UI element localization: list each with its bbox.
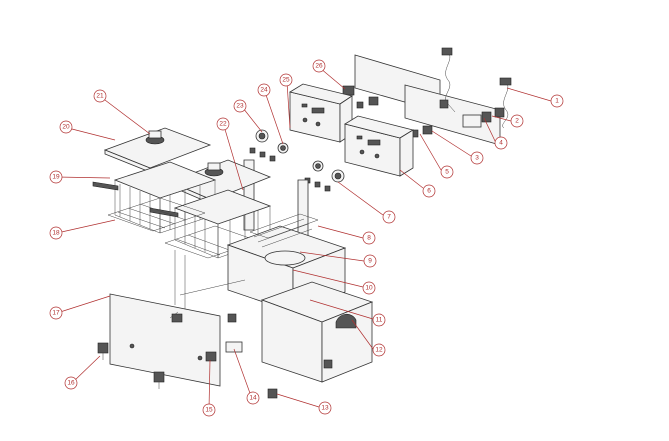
callout-24-label: 24 [260, 87, 268, 94]
control-box-right [343, 115, 415, 177]
callout-3-label: 3 [475, 155, 479, 162]
callout-3: 3 [470, 151, 484, 165]
callout-17: 17 [49, 306, 63, 320]
callout-1: 1 [550, 94, 564, 108]
callout-19: 19 [49, 170, 63, 184]
cabinet-body [260, 281, 374, 383]
callout-18: 18 [49, 226, 63, 240]
callout-10: 10 [362, 281, 376, 295]
callout-16: 16 [64, 376, 78, 390]
callout-1-label: 1 [555, 98, 559, 105]
callout-25-label: 25 [282, 77, 290, 84]
callout-9-label: 9 [368, 258, 372, 265]
callout-4-label: 4 [499, 140, 503, 147]
callout-14: 14 [246, 391, 260, 405]
callout-11: 11 [372, 313, 386, 327]
callout-15-label: 15 [205, 407, 213, 414]
callout-8-label: 8 [367, 235, 371, 242]
callout-26-label: 26 [315, 63, 323, 70]
callout-21-label: 21 [96, 93, 104, 100]
thermostat-knob-assembly [249, 129, 345, 192]
callout-24: 24 [257, 83, 271, 97]
power-cord-left [439, 47, 456, 113]
control-box-left [288, 83, 353, 143]
terminal-block [411, 111, 492, 138]
callout-8: 8 [362, 231, 376, 245]
callout-17-label: 17 [52, 310, 60, 317]
callout-10-label: 10 [365, 285, 373, 292]
callout-11-label: 11 [376, 317, 383, 324]
callout-4: 4 [494, 136, 508, 150]
callout-12: 12 [372, 343, 386, 357]
callout-7-label: 7 [387, 214, 391, 221]
drain-tap [335, 313, 357, 329]
callout-23-label: 23 [236, 103, 244, 110]
switch-fitting [342, 85, 379, 109]
callout-26: 26 [312, 59, 326, 73]
callout-5: 5 [440, 165, 454, 179]
callout-20-label: 20 [62, 124, 70, 131]
front-panel [109, 293, 221, 387]
callout-23: 23 [233, 99, 247, 113]
drain-valve [169, 311, 243, 362]
callout-6-label: 6 [427, 188, 431, 195]
frame-legs [174, 250, 246, 310]
callout-2-label: 2 [515, 118, 519, 125]
callout-16-label: 16 [67, 380, 75, 387]
callout-5-label: 5 [445, 169, 449, 176]
callout-25: 25 [279, 73, 293, 87]
callout-2: 2 [510, 114, 524, 128]
power-cord-right [494, 77, 512, 129]
leader-lines [56, 67, 552, 410]
callout-15: 15 [202, 403, 216, 417]
callout-12-label: 12 [375, 347, 383, 354]
callout-22: 22 [216, 117, 230, 131]
callout-6: 6 [422, 184, 436, 198]
callout-13: 13 [318, 401, 332, 415]
callout-13-label: 13 [321, 405, 329, 412]
valve-handle [97, 342, 165, 389]
callout-9: 9 [363, 254, 377, 268]
callout-20: 20 [59, 120, 73, 134]
callout-21: 21 [93, 89, 107, 103]
lid-left [103, 127, 212, 173]
callout-22-label: 22 [219, 121, 227, 128]
heating-element [249, 213, 319, 248]
callout-18-label: 18 [52, 230, 60, 237]
callout-19-label: 19 [52, 174, 60, 181]
callout-7: 7 [382, 210, 396, 224]
callout-14-label: 14 [249, 395, 257, 402]
foot [227, 313, 333, 399]
